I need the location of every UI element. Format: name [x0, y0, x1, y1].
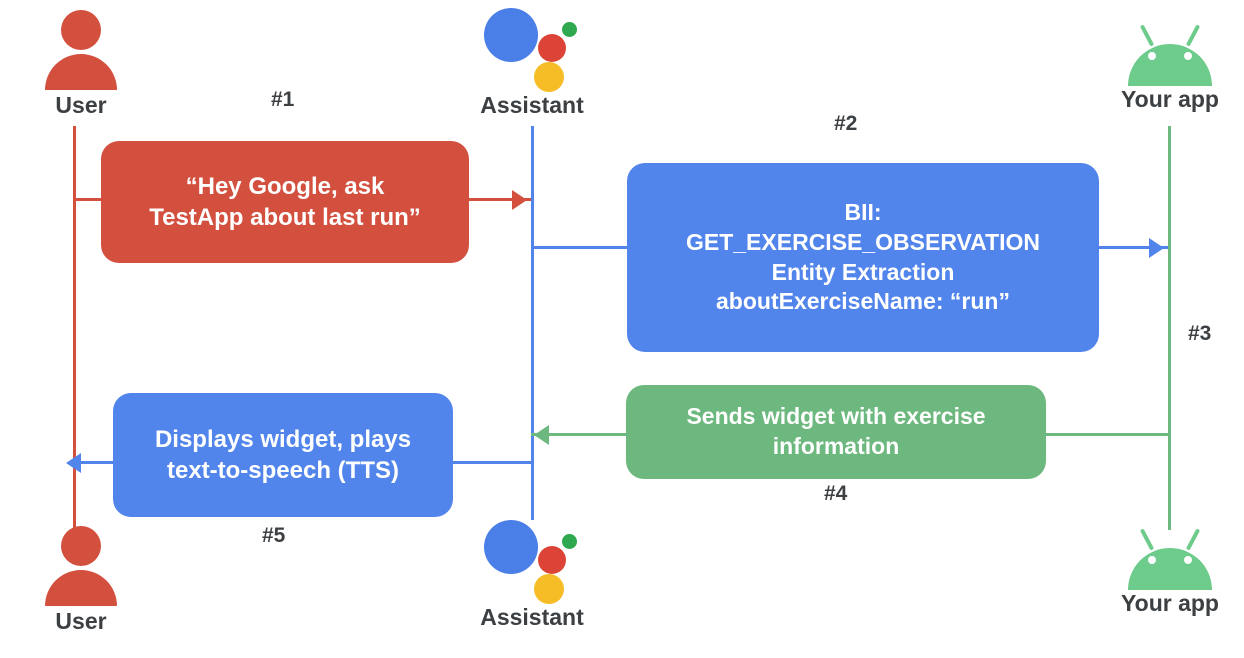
actor-your-app-top: Your app: [1085, 24, 1244, 113]
assistant-red-circle-icon: [538, 34, 566, 62]
message-line: BII:: [844, 198, 882, 225]
message-box-step-5[interactable]: Displays widget, plays text-to-speech (T…: [113, 393, 453, 517]
actor-assistant-bottom: Assistant: [447, 518, 617, 631]
user-icon: [39, 8, 123, 92]
user-body: [45, 570, 117, 606]
step-label-5: #5: [262, 524, 286, 547]
assistant-blue-circle-icon: [484, 8, 538, 62]
message-line: text-to-speech (TTS): [166, 457, 399, 484]
actor-user-top: User: [0, 8, 166, 119]
android-antenna-right: [1185, 24, 1201, 47]
message-line: Entity Extraction: [771, 258, 955, 285]
message-line: information: [772, 433, 900, 459]
message-text-step-1: “Hey Google, ask TestApp about last run”: [115, 171, 455, 233]
android-eye-left: [1148, 52, 1156, 60]
actor-assistant-top: Assistant: [447, 6, 617, 119]
user-head: [61, 10, 101, 50]
step-label-3: #3: [1188, 322, 1212, 345]
lifeline-your-app: [1168, 126, 1171, 530]
android-head: [1128, 44, 1212, 86]
arrowhead-step-1: [512, 190, 527, 210]
message-box-step-4[interactable]: Sends widget with exercise information: [626, 385, 1046, 479]
step-label-4: #4: [824, 482, 848, 505]
actor-user-bottom: User: [0, 524, 166, 635]
assistant-green-circle-icon: [562, 534, 577, 549]
actor-label-user-bottom: User: [55, 608, 107, 634]
arrowhead-step-2: [1149, 238, 1164, 258]
actor-label-user-top: User: [55, 92, 107, 118]
actor-label-assistant-bottom: Assistant: [480, 604, 584, 630]
message-box-step-2[interactable]: BII: GET_EXERCISE_OBSERVATION Entity Ext…: [627, 163, 1099, 352]
android-icon: [1118, 24, 1222, 86]
assistant-green-circle-icon: [562, 22, 577, 37]
message-text-step-2: BII: GET_EXERCISE_OBSERVATION Entity Ext…: [641, 198, 1085, 318]
arrowhead-step-4: [534, 425, 549, 445]
android-head: [1128, 548, 1212, 590]
message-line: aboutExerciseName: “run”: [716, 288, 1010, 315]
actor-label-your-app-bottom: Your app: [1121, 590, 1219, 616]
step-label-1: #1: [271, 88, 295, 111]
google-assistant-icon: [482, 518, 582, 604]
message-line: “Hey Google, ask: [185, 172, 385, 200]
lifeline-user: [73, 126, 76, 530]
lifeline-assistant: [531, 126, 534, 520]
assistant-yellow-circle-icon: [534, 574, 564, 604]
google-assistant-icon: [482, 6, 582, 92]
actor-label-your-app-top: Your app: [1121, 86, 1219, 112]
assistant-blue-circle-icon: [484, 520, 538, 574]
actor-your-app-bottom: Your app: [1085, 528, 1244, 617]
user-head: [61, 526, 101, 566]
user-body: [45, 54, 117, 90]
step-label-2: #2: [834, 112, 858, 135]
message-text-step-4: Sends widget with exercise information: [640, 402, 1032, 462]
android-eye-left: [1148, 556, 1156, 564]
arrowhead-step-5: [66, 453, 81, 473]
message-text-step-5: Displays widget, plays text-to-speech (T…: [127, 424, 439, 486]
assistant-red-circle-icon: [538, 546, 566, 574]
message-line: GET_EXERCISE_OBSERVATION: [685, 228, 1041, 255]
assistant-yellow-circle-icon: [534, 62, 564, 92]
message-line: Displays widget, plays: [154, 425, 412, 453]
android-eye-right: [1184, 556, 1192, 564]
user-icon: [39, 524, 123, 608]
android-antenna-left: [1139, 528, 1155, 551]
android-eye-right: [1184, 52, 1192, 60]
message-line: TestApp about last run”: [149, 204, 421, 231]
message-box-step-1[interactable]: “Hey Google, ask TestApp about last run”: [101, 141, 469, 263]
actor-label-assistant-top: Assistant: [480, 92, 584, 118]
android-icon: [1118, 528, 1222, 590]
message-line: Sends widget with exercise: [686, 403, 986, 430]
android-antenna-right: [1185, 528, 1201, 551]
android-antenna-left: [1139, 24, 1155, 47]
